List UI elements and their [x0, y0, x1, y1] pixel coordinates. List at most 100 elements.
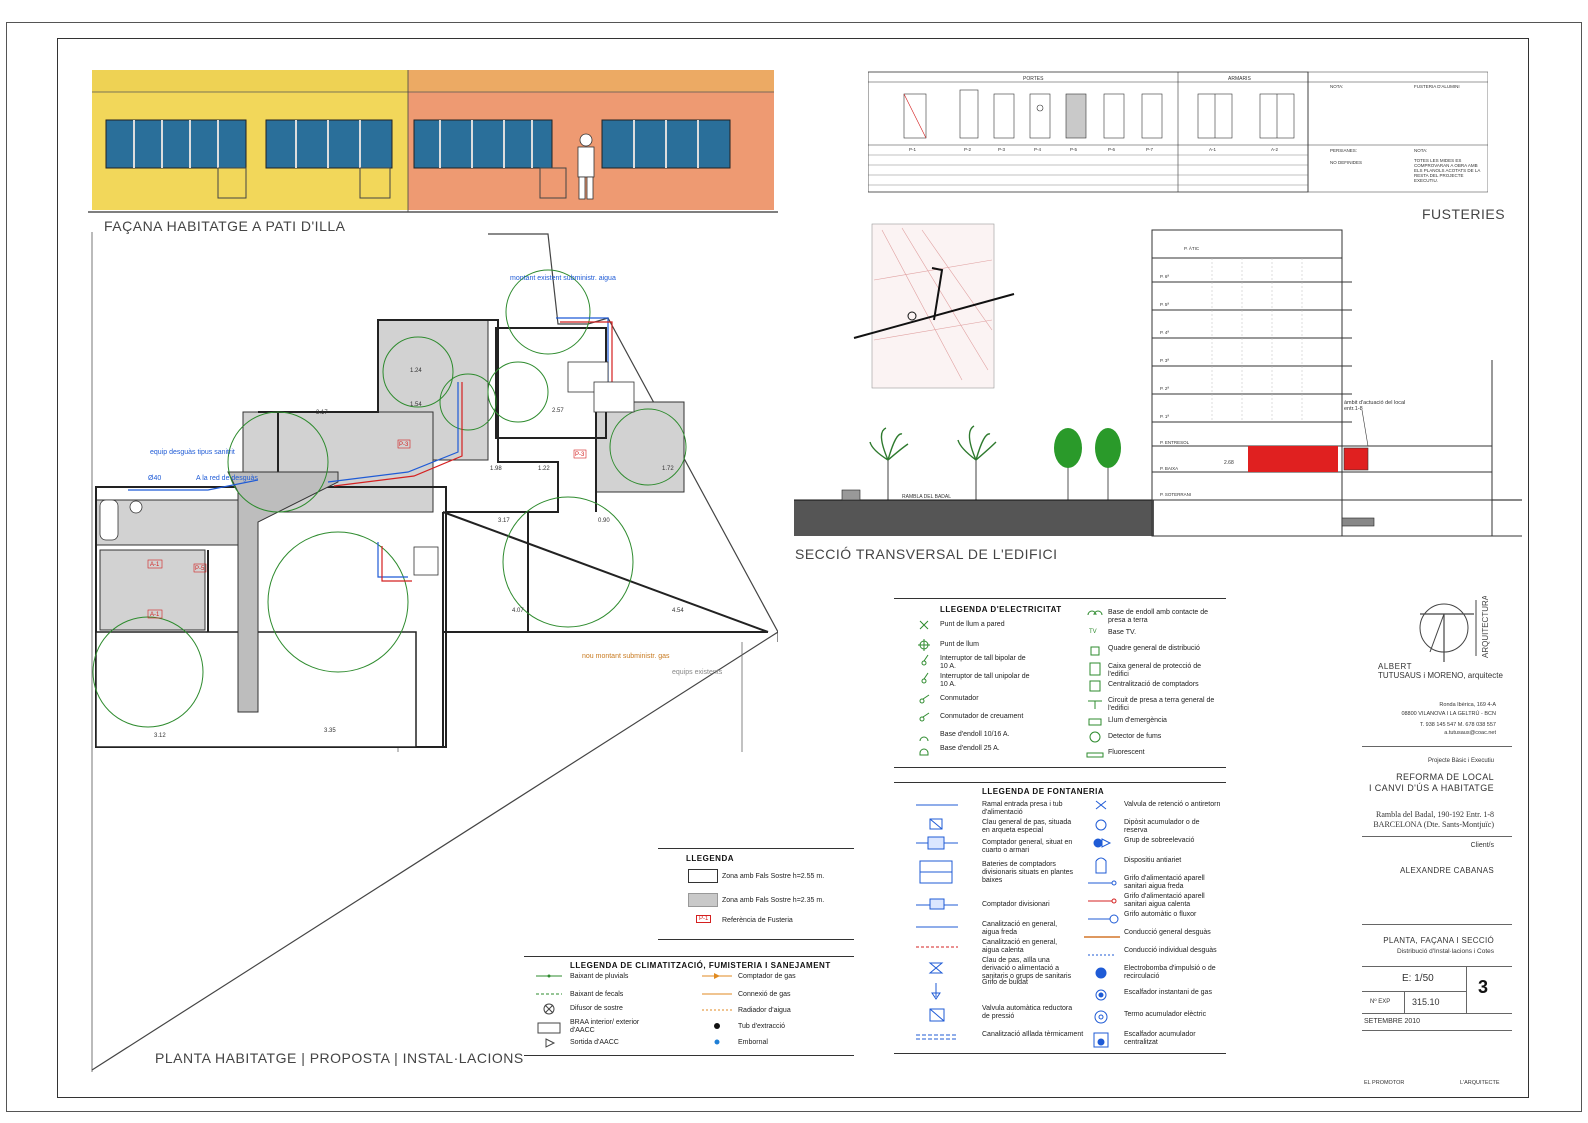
project-title-1: REFORMA DE LOCAL	[1396, 772, 1494, 782]
clima-left-1: Baixant de fecals	[570, 991, 624, 998]
svg-text:P. ÀTIC: P. ÀTIC	[1184, 245, 1200, 251]
building-outline	[1151, 229, 1522, 537]
elec-left-1: Punt de llum	[940, 641, 979, 648]
svg-text:P. 1ª: P. 1ª	[1160, 414, 1169, 419]
elec-left-symbols	[918, 620, 930, 756]
svg-text:A-1: A-1	[150, 562, 160, 568]
svg-text:2.57: 2.57	[552, 408, 564, 414]
carpentry-group-armaris: ARMARIS	[1228, 76, 1251, 82]
legend-font-title: LLEGENDA DE FONTANERIA	[982, 787, 1105, 796]
clima-right-symbols	[702, 973, 732, 1045]
note-diam: Ø40	[148, 475, 161, 482]
font-left-9: Valvula automàtica reductora de pressió	[982, 1005, 1073, 1020]
svg-text:P. 4ª: P. 4ª	[1160, 330, 1169, 335]
carpentry-nota2-value: TOTES LES MIDES ES COMPROVARAN A OBRA AM…	[1414, 158, 1481, 183]
water-pipes	[128, 317, 613, 582]
legend-electricity: LLEGENDA D'ELECTRICITAT Punt de llum a p…	[894, 598, 1226, 768]
font-right-3: Dispositiu antiariet	[1124, 857, 1182, 864]
door-elevations	[903, 89, 1295, 139]
font-left-8: Grifo de buidat	[982, 979, 1028, 986]
project-type: Projecte Bàsic i Executiu	[1427, 758, 1494, 764]
elec-left-3: Interruptor de tall unipolar de 10 A.	[940, 673, 1030, 688]
logo-vertical-text: ARQUITECTURA	[1481, 596, 1490, 658]
font-right-5: Grifo d'alimentació aparell sanitari aig…	[1124, 893, 1205, 908]
tb-divider-1	[1362, 746, 1512, 747]
elec-right-4: Centralització de comptadors	[1108, 681, 1199, 688]
svg-text:A-1: A-1	[1209, 147, 1217, 152]
font-left-10: Canalització aïllada tèrmicament	[982, 1031, 1084, 1038]
note-nou-montant: nou montant subministr. gas	[582, 653, 670, 660]
font-left-0: Ramal entrada presa i tub d'alimentació	[982, 801, 1063, 816]
client-label: Client/s	[1470, 842, 1494, 849]
clima-right-3: Tub d'extracció	[738, 1023, 785, 1030]
font-left-5: Canalització en general, aigua freda	[982, 921, 1058, 936]
facade-window-group-4	[601, 119, 731, 169]
note-montant: montant existent subministr. aigua	[510, 275, 616, 282]
street-ground	[794, 500, 1154, 536]
facade-window-group-3	[413, 119, 567, 199]
font-right-symbols	[1084, 800, 1120, 1048]
svg-text:TV: TV	[1089, 629, 1097, 635]
zone-235-swatch	[688, 893, 718, 907]
architect-email: a.tutusaus@coac.net	[1444, 730, 1496, 736]
font-right-10: Escalfador instantani de gas	[1124, 989, 1212, 996]
palm-trees	[869, 425, 997, 500]
clima-left-3: BRAA interior/ exterior d'AACC	[570, 1019, 640, 1034]
aacc-duct	[227, 471, 339, 713]
elec-left-4: Conmutador	[940, 695, 979, 702]
sheet-title: PLANTA, FAÇANA I SECCIÓ	[1383, 936, 1494, 945]
carpentry-table: PORTES ARMARIS P-1 P-2 P-3 P-4 P-5 P-6 P…	[868, 71, 1488, 193]
arquitecte-label: L'ARQUITECTE	[1460, 1080, 1500, 1086]
clima-right-0: Comptador de gas	[738, 973, 796, 980]
note-equips-existents: equips existents	[672, 669, 723, 676]
legend-zones: LLEGENDA Zona amb Fals Sostre h=2.55 m. …	[658, 848, 854, 940]
svg-text:P-3: P-3	[575, 452, 585, 458]
elec-left-5: Conmutador de creuament	[940, 713, 1024, 720]
svg-text:P. 6ª: P. 6ª	[1160, 274, 1169, 279]
note-equip: equip desguàs tipus sanitrit	[150, 449, 235, 456]
svg-text:P-7: P-7	[1146, 147, 1154, 152]
elec-right-1: Base TV.	[1108, 629, 1137, 636]
svg-text:3.12: 3.12	[154, 733, 166, 739]
site-address-1: Rambla del Badal, 190-192 Entr. 1-8	[1376, 810, 1494, 819]
tb-divider-4	[1362, 1030, 1512, 1031]
carpentry-nota2-label: NOTA:	[1414, 148, 1427, 153]
svg-text:3.17: 3.17	[498, 518, 510, 524]
font-left-2: Comptador general, situat en cuarto o ar…	[982, 839, 1073, 854]
font-left-1: Clau general de pas, situada en arqueta …	[982, 819, 1072, 834]
svg-text:P-6: P-6	[1108, 147, 1116, 152]
svg-text:3.35: 3.35	[324, 728, 336, 734]
elec-right-symbols: TV	[1086, 610, 1104, 758]
ref-fusteria-swatch: P-1	[696, 915, 712, 923]
sheet-subtitle: Distribució d'Instal·lacions i Cotes	[1397, 948, 1494, 955]
facade-window-group-2	[265, 119, 393, 199]
svg-text:1.24: 1.24	[410, 368, 422, 374]
clima-left-symbols	[536, 974, 562, 1048]
level-labels: P. ÀTIC P. 6ª P. 5ª P. 4ª P. 3ª P. 2ª P.…	[1160, 245, 1200, 497]
svg-text:4.54: 4.54	[672, 608, 684, 614]
clima-left-0: Baixant de pluvials	[570, 973, 629, 980]
font-left-symbols	[916, 804, 958, 1040]
sheet-inner-border	[57, 38, 1529, 1098]
svg-text:P-3: P-3	[998, 147, 1006, 152]
font-right-4: Grifo d'alimentació aparell sanitari aig…	[1124, 875, 1205, 890]
svg-text:P. SOTERRANI: P. SOTERRANI	[1160, 492, 1191, 497]
sanitary-fixtures	[99, 361, 635, 576]
promotor-label: EL PROMOTOR	[1364, 1080, 1405, 1086]
clima-left-4: Sortida d'AACC	[570, 1039, 619, 1046]
svg-text:4.07: 4.07	[512, 608, 524, 614]
svg-text:P. 3ª: P. 3ª	[1160, 358, 1169, 363]
svg-text:P-2: P-2	[964, 147, 972, 152]
scale-label: E: 1/50	[1402, 973, 1434, 984]
carpentry-persianes-label: PERSIANES:	[1330, 148, 1357, 153]
plan-title: PLANTA HABITATGE | PROPOSTA | INSTAL·LAC…	[155, 1050, 524, 1066]
svg-text:1.22: 1.22	[538, 466, 550, 472]
ref-fusteria-label: Referència de Fusteria	[722, 917, 793, 924]
architect-phone: T. 938 145 547 M. 678 038 557	[1419, 722, 1496, 728]
note-red: A la red de desguàs	[196, 475, 258, 482]
elec-right-5: Circuit de presa a terra general de l'ed…	[1108, 697, 1215, 712]
elec-left-2: Interruptor de tall bipolar de 10 A.	[940, 655, 1026, 670]
svg-text:A-1: A-1	[150, 612, 160, 618]
clima-right-1: Connexió de gas	[738, 991, 791, 998]
location-map	[871, 223, 995, 389]
